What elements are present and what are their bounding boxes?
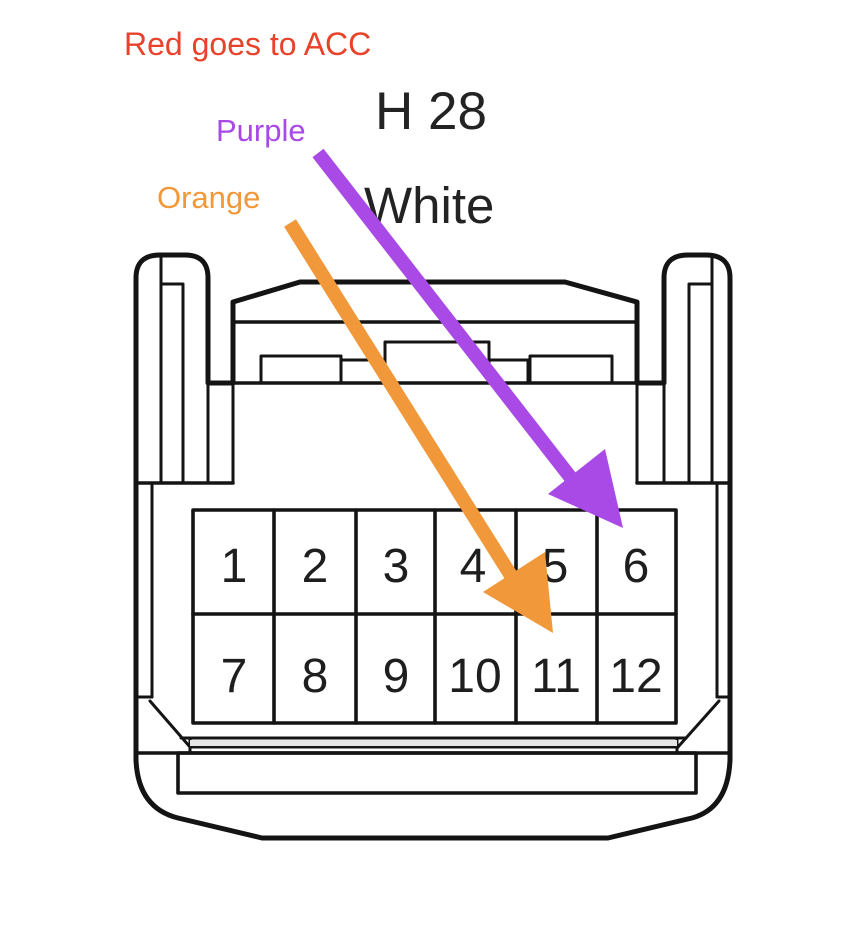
pin-4: 4 (460, 540, 487, 593)
pin-8: 8 (302, 650, 329, 703)
pin-2: 2 (302, 540, 329, 593)
pin-10: 10 (448, 650, 501, 703)
top-housing (206, 279, 666, 485)
pin-11: 11 (531, 650, 581, 703)
pin-7: 7 (221, 650, 248, 703)
connector-id-label: H 28 (375, 82, 487, 141)
pin-6: 6 (623, 540, 650, 593)
pin-3: 3 (383, 540, 410, 593)
annotation-purple: Purple (216, 113, 306, 148)
orange-wire-arrow (284, 219, 553, 633)
connector-color-label: White (364, 177, 494, 234)
main-body (133, 482, 733, 841)
pin-12: 12 (609, 650, 662, 703)
pin-grid: 1 2 3 4 5 6 7 8 9 10 11 12 (191, 508, 678, 725)
right-latch-tab (634, 252, 733, 700)
pin-9: 9 (383, 650, 410, 703)
annotation-red-goes-to-acc: Red goes to ACC (124, 26, 371, 62)
connector-housing: 1 2 3 4 5 6 7 8 9 10 11 12 (133, 252, 733, 841)
annotation-orange: Orange (157, 180, 260, 215)
pin-1: 1 (221, 540, 248, 593)
purple-wire-arrow (312, 148, 623, 528)
